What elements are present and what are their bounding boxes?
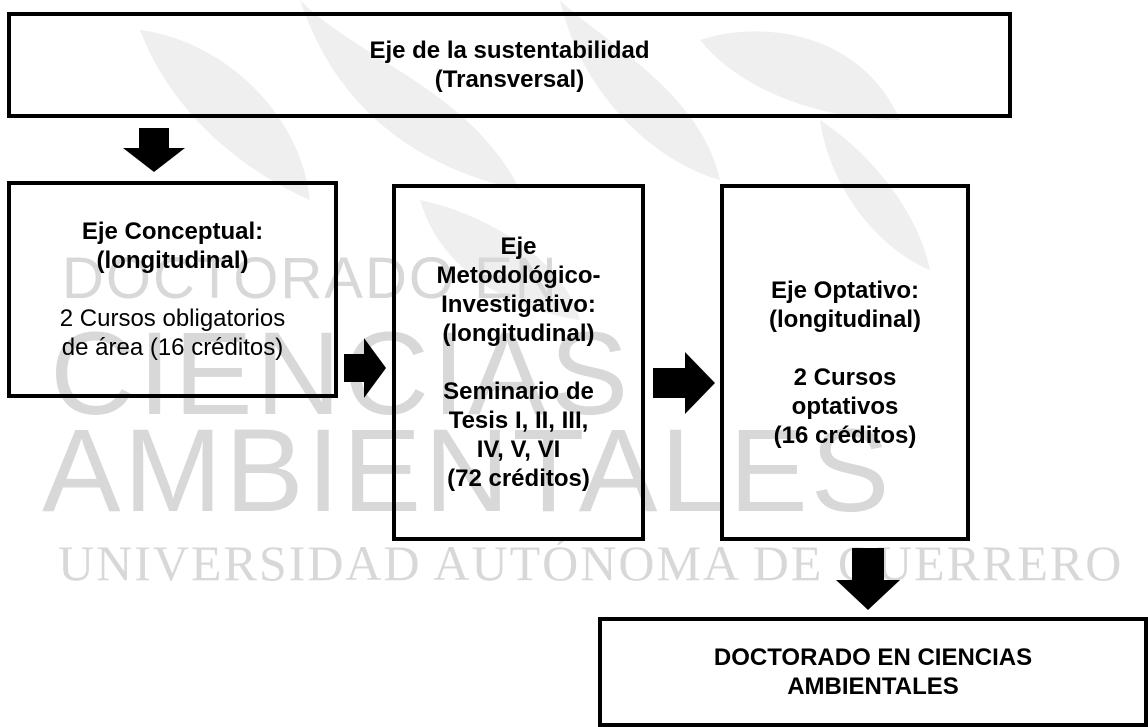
eje-optativo-body-3: (16 créditos)	[773, 421, 917, 449]
eje-optativo-box: Eje Optativo: (longitudinal) 2 Cursos op…	[720, 184, 970, 541]
eje-metodologico-line-2: Metodológico-	[436, 262, 601, 289]
eje-conceptual-body-2: de área (16 créditos)	[61, 334, 284, 361]
eje-metodologico-line-4: (longitudinal)	[442, 320, 595, 347]
arrow-down-icon	[836, 548, 900, 610]
eje-conceptual-title: Eje Conceptual:	[81, 218, 264, 245]
eje-metodologico-line-3: Investigativo:	[441, 291, 596, 318]
eje-conceptual-box: Eje Conceptual: (longitudinal) 2 Cursos …	[7, 181, 338, 398]
eje-metodologico-body-2: Tesis I, II, III,	[448, 407, 589, 434]
doctorado-subtitle: AMBIENTALES	[787, 673, 959, 700]
arrow-down-icon	[123, 128, 185, 172]
eje-optativo-title: Eje Optativo:	[770, 276, 920, 304]
sustentabilidad-box: Eje de la sustentabilidad (Transversal)	[7, 12, 1012, 118]
eje-optativo-body-2: optativos	[791, 392, 899, 420]
eje-metodologico-body-3: IV, V, VI	[476, 436, 561, 463]
eje-metodologico-body-1: Seminario de	[443, 378, 594, 405]
doctorado-box: DOCTORADO EN CIENCIAS AMBIENTALES	[598, 617, 1148, 727]
eje-metodologico-box: Eje Metodológico- Investigativo: (longit…	[392, 184, 645, 541]
watermark-line-4: UNIVERSIDAD AUTÓNOMA DE GUERRERO	[58, 535, 1124, 591]
sustentabilidad-subtitle: (Transversal)	[434, 66, 585, 93]
eje-metodologico-line-1: Eje	[500, 233, 537, 260]
eje-conceptual-body-1: 2 Cursos obligatorios	[59, 305, 286, 332]
eje-optativo-body-1: 2 Cursos	[793, 363, 897, 391]
arrow-right-icon	[653, 352, 715, 414]
eje-optativo-subtitle: (longitudinal)	[769, 305, 921, 333]
eje-metodologico-body-4: (72 créditos)	[447, 465, 590, 492]
doctorado-title: DOCTORADO EN CIENCIAS	[713, 644, 1033, 671]
eje-conceptual-subtitle: (longitudinal)	[96, 247, 249, 274]
arrow-right-icon	[344, 338, 386, 398]
sustentabilidad-title: Eje de la sustentabilidad	[369, 37, 650, 64]
